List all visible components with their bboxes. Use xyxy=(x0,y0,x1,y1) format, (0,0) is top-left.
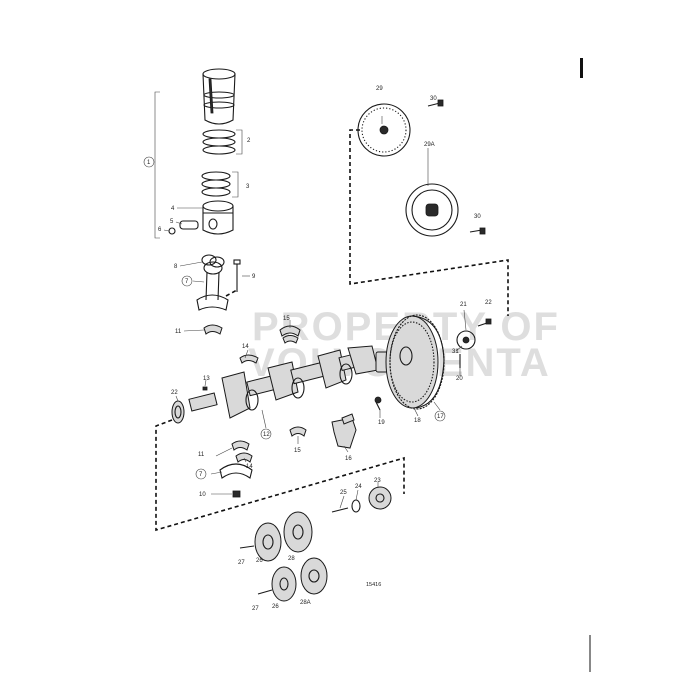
label-part-24: 24 xyxy=(355,484,362,490)
label-part-26a: 26 xyxy=(256,558,263,564)
label-part-29: 29 xyxy=(376,86,383,92)
label-part-23: 23 xyxy=(374,478,381,484)
label-part-1: 1 xyxy=(147,160,151,166)
label-part-7b: 7 xyxy=(199,472,203,478)
rod-bearing-shell xyxy=(203,324,223,335)
pulley-28a xyxy=(300,557,328,595)
main-bearing-shell-14 xyxy=(279,325,301,344)
pulley-26-lower xyxy=(271,566,297,602)
rod-bearing-shells-lower xyxy=(231,440,253,463)
callout-circle-12 xyxy=(260,428,272,440)
label-part-28: 28 xyxy=(288,556,295,562)
woodruff-key xyxy=(202,386,208,391)
main-bearing-cap-16 xyxy=(331,413,357,449)
dash-rod-to-bolt xyxy=(225,289,238,297)
flywheel-ring-gear xyxy=(389,314,445,410)
callout-circle-1 xyxy=(143,156,155,168)
label-part-4: 4 xyxy=(171,206,175,212)
bracket-group-1 xyxy=(154,91,160,239)
bolt-27-upper xyxy=(239,545,255,549)
label-part-2: 2 xyxy=(247,138,251,144)
bolt-25 xyxy=(331,507,349,513)
bolt-22 xyxy=(477,318,492,327)
label-part-15b: 15 xyxy=(294,448,301,454)
label-part-22a: 22 xyxy=(171,390,178,396)
label-part-18: 18 xyxy=(414,418,421,424)
label-part-31: 31 xyxy=(452,349,459,355)
piston xyxy=(202,200,234,235)
label-part-7a: 7 xyxy=(185,279,189,285)
bracket-2 xyxy=(236,129,243,155)
pulley-28 xyxy=(283,511,313,553)
label-part-14a: 14 xyxy=(242,344,249,350)
crankshaft xyxy=(188,345,389,419)
label-part-11b: 11 xyxy=(198,452,205,458)
hub-23 xyxy=(368,486,392,510)
pulley-26-upper xyxy=(254,522,282,562)
drive-disc-29a xyxy=(405,183,459,237)
label-part-16: 16 xyxy=(345,456,352,462)
label-part-30a: 30 xyxy=(430,96,437,102)
dash-crank-to-pulley xyxy=(155,419,405,532)
callout-circle-7a xyxy=(181,275,193,287)
page-edge-mark xyxy=(580,58,583,78)
dash-flexplate-to-flywheel xyxy=(349,129,509,316)
bolt-27-lower xyxy=(257,589,273,595)
piston-rings-upper xyxy=(202,129,236,155)
label-part-27b: 27 xyxy=(252,606,259,612)
label-part-20: 20 xyxy=(456,376,463,382)
bolt-19 xyxy=(375,401,381,411)
crankshaft-gear xyxy=(171,400,185,424)
label-part-25: 25 xyxy=(340,490,347,496)
label-part-10: 10 xyxy=(199,492,206,498)
label-part-17: 17 xyxy=(437,414,444,420)
label-part-5: 5 xyxy=(170,219,174,225)
label-part-12: 12 xyxy=(263,432,270,438)
washer-24 xyxy=(351,499,361,513)
drawing-number: 15416 xyxy=(366,582,381,588)
main-bearing-shell-15 xyxy=(289,426,307,437)
leader-lines xyxy=(163,116,467,509)
label-part-6: 6 xyxy=(158,227,162,233)
label-part-28a: 28A xyxy=(300,600,311,606)
label-part-19: 19 xyxy=(378,420,385,426)
label-part-26b: 26 xyxy=(272,604,279,610)
label-part-3: 3 xyxy=(246,184,250,190)
connecting-rod-bolt xyxy=(233,259,241,292)
piston-rings-lower xyxy=(201,171,231,197)
label-part-30b: 30 xyxy=(474,214,481,220)
label-part-11a: 11 xyxy=(175,329,182,335)
label-part-8: 8 xyxy=(174,264,178,270)
callout-circle-7b xyxy=(195,468,207,480)
bolt-30-upper xyxy=(427,99,444,107)
label-part-13: 13 xyxy=(203,376,210,382)
connecting-rod-cap xyxy=(219,463,253,479)
label-part-15a: 15 xyxy=(283,316,290,322)
label-part-14b: 14 xyxy=(246,464,253,470)
label-part-29a: 29A xyxy=(424,142,435,148)
piston-pin xyxy=(179,220,199,230)
bolt-30-lower xyxy=(469,227,486,235)
label-part-27a: 27 xyxy=(238,560,245,566)
label-part-22b: 22 xyxy=(485,300,492,306)
pilot-bearing-plate xyxy=(456,330,476,350)
cylinder-liner xyxy=(202,68,236,125)
callout-circle-17 xyxy=(434,410,446,422)
label-part-9: 9 xyxy=(252,274,256,280)
rod-cap-nut xyxy=(232,490,241,498)
circlip xyxy=(168,227,176,235)
bracket-3 xyxy=(232,171,239,198)
flex-plate-29 xyxy=(357,103,411,157)
main-bearing-shell-upper xyxy=(239,354,259,364)
label-part-21: 21 xyxy=(460,302,467,308)
connecting-rod xyxy=(196,261,229,311)
